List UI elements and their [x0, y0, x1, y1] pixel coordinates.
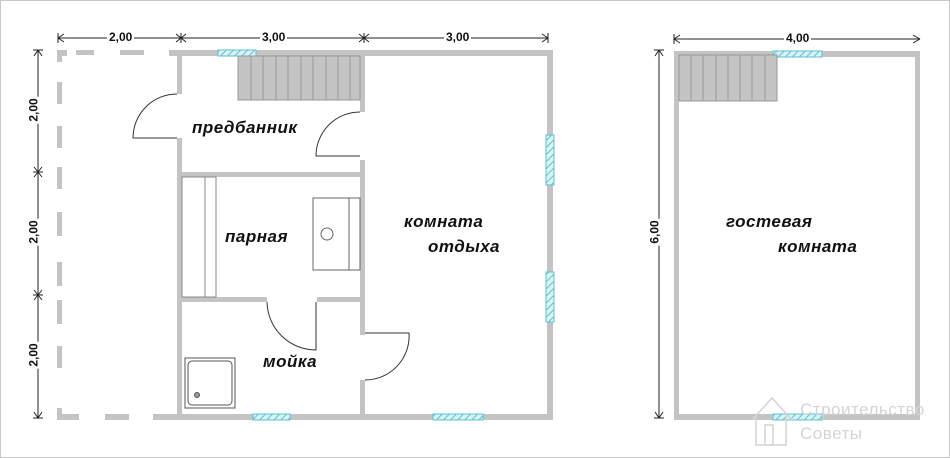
- room-label-predbannik: предбанник: [192, 118, 298, 137]
- shower-tray: [184, 357, 236, 409]
- window-predbannik: [217, 49, 257, 57]
- watermark-line1: Строительство: [800, 400, 925, 419]
- upper-walls: [674, 51, 920, 420]
- window-rest-room-1: [545, 134, 555, 186]
- room-label-rest-line2: отдыха: [428, 237, 500, 256]
- upper-windows: [772, 50, 823, 421]
- window-rest-room-2: [545, 271, 555, 323]
- room-label-rest-line1: комната: [404, 212, 484, 231]
- room-label-guest-line1: гостевая: [726, 212, 813, 231]
- window-rest-room-bottom: [432, 413, 484, 421]
- house-logo-icon: [751, 396, 793, 446]
- door-moyka-rest: [364, 332, 410, 381]
- doors: [132, 93, 410, 381]
- terrace-dashed-outline: [57, 50, 144, 420]
- door-entrance: [132, 93, 178, 139]
- windows: [217, 49, 555, 421]
- dim-upper-left: 6,00: [647, 218, 662, 246]
- dim-top-terrace: 2,00: [107, 30, 135, 44]
- walls: [153, 50, 553, 420]
- window-guest-bottom: [772, 413, 823, 421]
- dim-left-middle: 2,00: [26, 218, 41, 246]
- dim-top-middle: 3,00: [260, 30, 288, 44]
- room-label-parnaya: парная: [225, 227, 288, 246]
- dim-upper-top: 4,00: [784, 31, 812, 45]
- sauna-bench: [181, 176, 217, 298]
- sauna-stove: [312, 197, 361, 271]
- room-label-guest-line2: комната: [778, 237, 858, 256]
- stairs-ground: [237, 55, 361, 101]
- watermark-line2: Советы: [800, 424, 863, 443]
- dim-left-top: 2,00: [26, 96, 41, 124]
- door-parnaya: [266, 301, 317, 351]
- dim-top-right: 3,00: [444, 30, 472, 44]
- upper-floor-plan: [654, 34, 921, 421]
- dim-left-bottom: 2,00: [26, 341, 41, 369]
- window-guest-top: [772, 50, 823, 58]
- ground-floor-plan: [33, 33, 555, 421]
- window-moyka: [252, 413, 291, 421]
- door-predbannik-rest: [315, 111, 361, 157]
- stairs-upper: [678, 54, 778, 102]
- room-label-moyka: мойка: [263, 352, 318, 371]
